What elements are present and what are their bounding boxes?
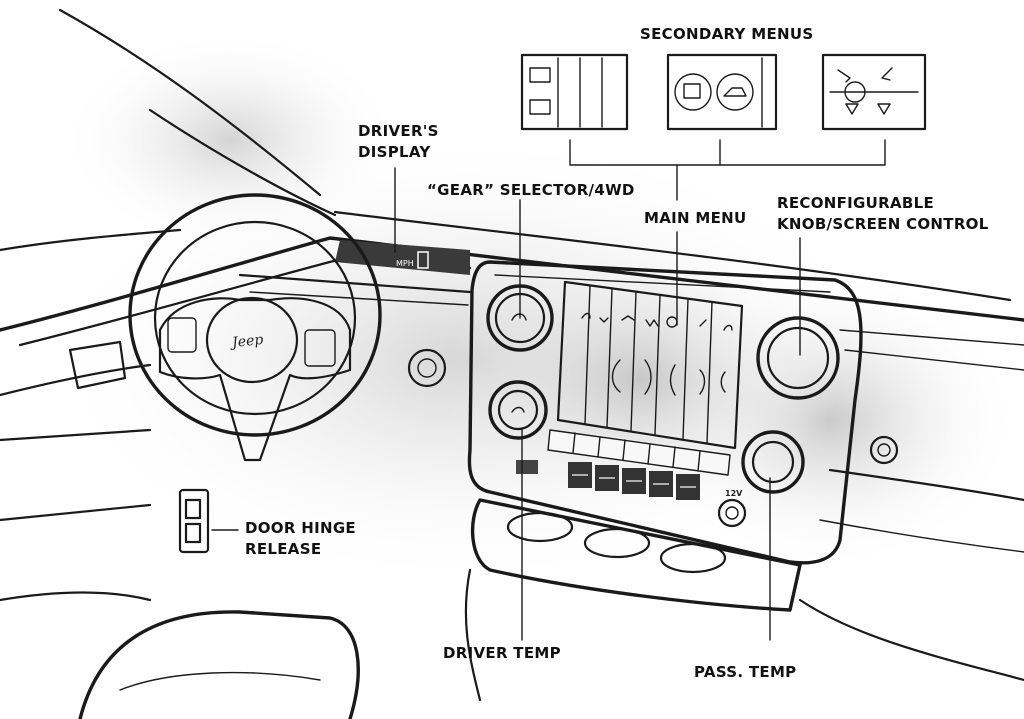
steering-wheel-logo: Jeep — [228, 332, 264, 351]
label-door-hinge-line1: DOOR HINGE — [245, 519, 356, 537]
right-vent — [869, 435, 899, 465]
pass-temp-knob — [741, 430, 805, 494]
driver-temp-knob — [488, 380, 548, 440]
label-reconfigurable-line1: RECONFIGURABLE — [777, 194, 935, 212]
label-driver-temp: DRIVER TEMP — [443, 643, 561, 664]
12v-outlet-label: 12V — [725, 489, 743, 498]
label-gear-selector: “GEAR” SELECTOR/4WD — [427, 180, 635, 201]
label-reconfigurable-line2: KNOB/SCREEN CONTROL — [777, 215, 989, 233]
label-main-menu-text: MAIN MENU — [644, 209, 747, 227]
steering-wheel: Jeep — [128, 193, 382, 462]
door-panel — [0, 340, 210, 602]
label-door-hinge-release: DOOR HINGE RELEASE — [245, 518, 356, 560]
switch-bank — [516, 460, 700, 500]
center-stack — [467, 260, 863, 565]
reconfigurable-knob — [756, 316, 840, 400]
seat — [78, 610, 360, 719]
label-secondary-menus-text: SECONDARY MENUS — [640, 25, 814, 43]
label-secondary-menus: SECONDARY MENUS — [640, 24, 813, 45]
windshield-frame — [0, 8, 1012, 302]
secondary-menu-thumbnails — [520, 53, 927, 131]
main-menu-screen — [556, 280, 744, 450]
label-main-menu: MAIN MENU — [644, 208, 747, 229]
console-tray — [464, 498, 1024, 702]
label-door-hinge-line2: RELEASE — [245, 540, 322, 558]
label-drivers-display: DRIVER'S DISPLAY — [358, 121, 439, 163]
label-drivers-display-line2: DISPLAY — [358, 143, 431, 161]
soft-button-row — [547, 429, 731, 476]
left-vent — [407, 348, 447, 388]
label-gear-selector-text: “GEAR” SELECTOR/4WD — [427, 181, 635, 199]
dashboard-upper — [0, 236, 1024, 553]
label-drivers-display-line1: DRIVER'S — [358, 122, 439, 140]
label-reconfigurable-knob: RECONFIGURABLE KNOB/SCREEN CONTROL — [777, 193, 989, 235]
label-pass-temp-text: PASS. TEMP — [694, 663, 797, 681]
svg-text:MPH: MPH — [396, 259, 414, 268]
callout-lines — [211, 139, 886, 641]
12v-outlet: 12V — [717, 489, 747, 528]
label-pass-temp: PASS. TEMP — [694, 662, 796, 683]
drivers-display-strip: MPH — [335, 240, 470, 275]
label-driver-temp-text: DRIVER TEMP — [443, 644, 561, 662]
